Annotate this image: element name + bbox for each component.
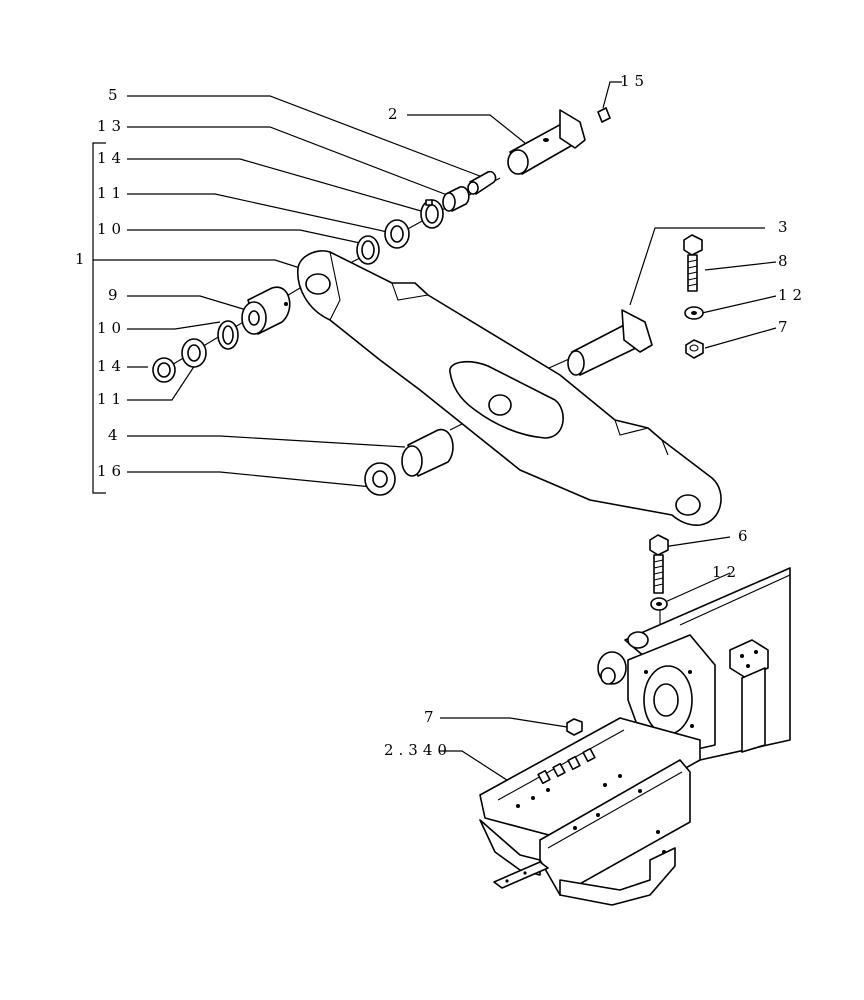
callout-1: 1: [75, 250, 90, 268]
callout-ref: 2.340: [384, 741, 452, 759]
callout-13: 13: [97, 117, 126, 135]
callout-8: 8: [778, 252, 793, 270]
circlip-14-lower: [152, 357, 176, 383]
bolt-6: [649, 534, 669, 594]
callout-11: 11: [97, 390, 126, 408]
circlip-10-lower: [217, 320, 239, 350]
callout-12: 12: [712, 563, 741, 581]
nut-7-upper: [685, 339, 704, 359]
callout-2: 2: [388, 105, 403, 123]
spacer-16: [364, 462, 396, 496]
rear-housing-assembly: [479, 567, 791, 906]
callout-15: 15: [620, 72, 649, 90]
nut-7-lower: [566, 718, 583, 736]
pin-2: [507, 109, 586, 175]
flanged-bushing-9: [241, 286, 291, 335]
leader-lines: [92, 81, 777, 783]
circlip-10-upper: [356, 235, 380, 265]
callout-16: 16: [97, 462, 126, 480]
washer-12-upper: [684, 306, 704, 320]
circlip-14-upper: [420, 199, 444, 229]
pin-3: [567, 309, 653, 376]
callout-7: 7: [778, 318, 793, 336]
grease-nipple-5: [467, 170, 497, 195]
callout-7: 7: [424, 708, 439, 726]
callout-10: 10: [97, 319, 126, 337]
washer-12-lower: [650, 597, 668, 611]
callout-3: 3: [778, 218, 793, 236]
callout-10: 10: [97, 220, 126, 238]
callout-11: 11: [97, 184, 126, 202]
lift-arm: [297, 250, 722, 526]
sleeve-4: [401, 428, 454, 477]
callout-labels: 5 13 14 11 10 1 9 10 14 11 4 16 2 15 3 8…: [75, 72, 807, 759]
callout-14: 14: [97, 149, 126, 167]
callout-9: 9: [108, 286, 123, 304]
callout-6: 6: [738, 527, 753, 545]
washer-11-lower: [181, 338, 207, 368]
callout-5: 5: [108, 86, 123, 104]
callout-4: 4: [108, 426, 123, 444]
bolt-8: [683, 234, 703, 292]
washer-11-upper: [384, 219, 410, 249]
callout-12: 12: [778, 286, 807, 304]
callout-14: 14: [97, 357, 126, 375]
bushing-13: [442, 186, 470, 212]
grub-screw-15: [597, 107, 611, 123]
